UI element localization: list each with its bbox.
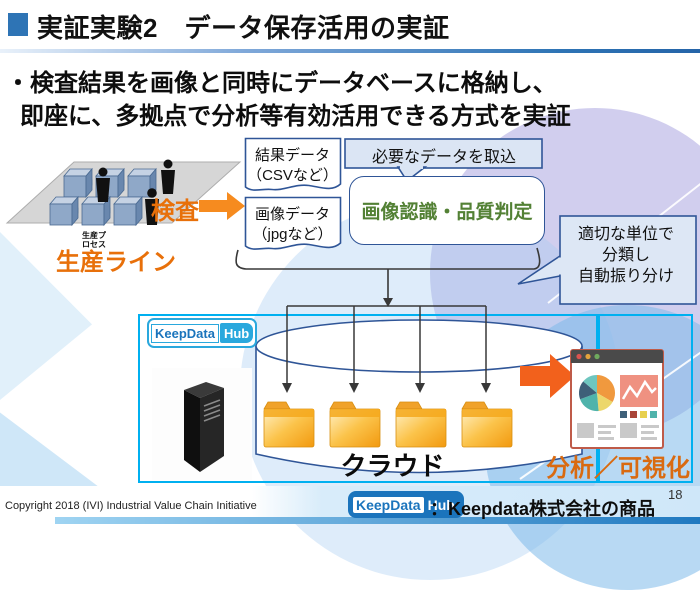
sorting-callout-shape bbox=[517, 215, 697, 305]
hub-logo-text: Hub bbox=[219, 323, 254, 343]
cloud-label: クラウド bbox=[340, 451, 445, 481]
sorting-callout-label: 適切な単位で 分類し 自動振り分け bbox=[577, 226, 674, 285]
production-line-graphic bbox=[5, 159, 242, 227]
title-bullet-square bbox=[8, 13, 28, 36]
keepdata-hub-logo: KeepData Hub bbox=[147, 318, 258, 348]
intake-callout-label: 必要なデータを取込 bbox=[371, 149, 516, 166]
body-text-line2: 即座に、多拠点で分析等有効活用できる方式を実証 bbox=[20, 103, 571, 130]
product-note: ：Keepdata株式会社の商品 bbox=[430, 499, 656, 519]
worker-icons bbox=[96, 159, 175, 225]
server-icon bbox=[184, 382, 224, 472]
intake-callout-shape bbox=[344, 138, 543, 183]
image-data-doc-shape bbox=[244, 196, 342, 250]
production-line-label: 生産ライン bbox=[56, 249, 176, 276]
keepdata-footer-logo-text: KeepData bbox=[353, 496, 424, 513]
pie-chart bbox=[578, 374, 616, 412]
hub-footer-logo-text: Hub bbox=[427, 496, 455, 513]
copyright-text: Copyright 2018 (IVI) Industrial Value Ch… bbox=[5, 500, 257, 512]
folder-icon bbox=[395, 401, 447, 448]
folder-icon bbox=[461, 401, 513, 448]
inspection-arrow-icon bbox=[199, 192, 245, 220]
line-chart bbox=[620, 375, 658, 407]
flow-arrow-icon bbox=[520, 354, 575, 398]
result-data-label: 結果データ （CSVなど） bbox=[247, 147, 338, 184]
title-divider bbox=[0, 49, 700, 53]
image-data-label: 画像データ （jpgなど） bbox=[252, 206, 333, 243]
browser-chart-icon bbox=[570, 349, 664, 449]
body-text-line1: ・検査結果を画像と同時にデータベースに格納し、 bbox=[6, 70, 557, 97]
page-title: 実証実験2 データ保存活用の実証 bbox=[37, 13, 450, 43]
distribution-arrows bbox=[282, 305, 491, 393]
folder-icon bbox=[263, 401, 315, 448]
image-recognition-box: 画像認識・品質判定 bbox=[349, 176, 545, 245]
bottom-accent-stripe bbox=[55, 517, 700, 524]
image-recognition-label: 画像認識・品質判定 bbox=[361, 202, 533, 223]
analysis-label: 分析／可視化 bbox=[546, 455, 690, 482]
inspection-label: 検査 bbox=[151, 198, 199, 225]
page-number: 18 bbox=[668, 487, 683, 502]
keepdata-logo-text: KeepData bbox=[151, 323, 219, 343]
result-data-doc-shape bbox=[244, 137, 342, 191]
bracket-connector bbox=[235, 247, 541, 307]
keepdata-hub-footer-logo: KeepData Hub bbox=[348, 491, 464, 518]
folder-icon bbox=[329, 401, 381, 448]
process-mini-label: 生産プ ロセス bbox=[82, 231, 106, 249]
legend-squares bbox=[620, 411, 657, 418]
text-placeholders bbox=[577, 423, 659, 440]
